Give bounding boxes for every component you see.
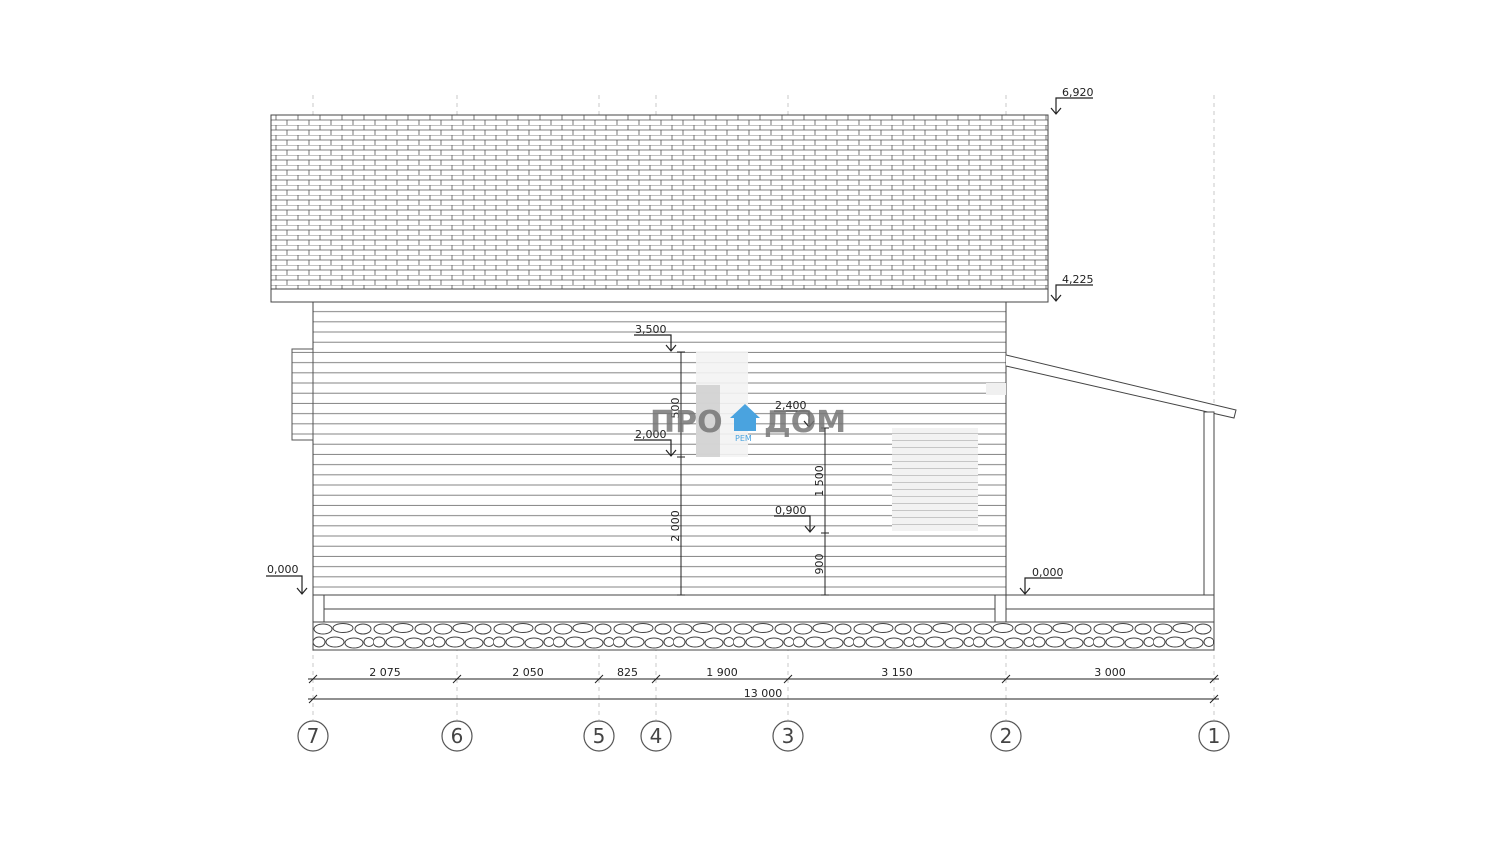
svg-text:2,000: 2,000 [635, 428, 667, 441]
axis-label: 1 [1208, 724, 1221, 748]
dim-lower-right: 900 [813, 554, 826, 575]
svg-text:ДОМ: ДОМ [764, 405, 846, 440]
axis-marker-3: 3 [772, 720, 804, 752]
axis-label: 4 [650, 724, 663, 748]
svg-text:0,000: 0,000 [1032, 566, 1064, 579]
axis-label: 3 [782, 724, 795, 748]
svg-text:РЕМ: РЕМ [735, 434, 752, 443]
axis-label: 6 [451, 724, 464, 748]
porch-roof [1005, 354, 1237, 419]
dimension-label: 3 000 [1094, 666, 1126, 679]
level-marker-ridge: 6,920 [1050, 86, 1094, 115]
svg-text:3,500: 3,500 [635, 323, 667, 336]
horizontal-dimension-labels: 2 075 2 050 825 1 900 3 150 3 000 [369, 666, 1126, 679]
axis-marker-5: 5 [583, 720, 615, 752]
level-marker-ground-right: 0,000 [1019, 566, 1064, 595]
dim-window2-height: 1 500 [813, 465, 826, 497]
wall-patch [986, 383, 1006, 395]
vertical-dimension-lines [677, 351, 829, 596]
svg-text:4,225: 4,225 [1062, 273, 1094, 286]
axis-markers: 7 6 5 4 3 2 1 [297, 720, 1230, 752]
axis-marker-6: 6 [441, 720, 473, 752]
dimension-label: 3 150 [881, 666, 913, 679]
axis-label: 5 [593, 724, 606, 748]
svg-text:6,920: 6,920 [1062, 86, 1094, 99]
dimension-label: 825 [617, 666, 638, 679]
side-vent [291, 348, 314, 441]
axis-marker-4: 4 [640, 720, 672, 752]
dim-upper-window: 500 [669, 398, 682, 419]
svg-text:0,000: 0,000 [267, 563, 299, 576]
level-marker-window-bottom: 2,000 [634, 428, 677, 457]
level-marker-window2-bottom: 0,900 [774, 504, 816, 533]
window-upper-frame [696, 385, 720, 457]
dimension-chain [308, 674, 1219, 704]
axis-label: 2 [1000, 724, 1013, 748]
svg-text:2,400: 2,400 [775, 399, 807, 412]
dimension-label: 2 075 [369, 666, 401, 679]
house-icon [730, 404, 760, 431]
level-marker-window2-top: 2,400 [774, 399, 815, 428]
dimension-label: 2 050 [512, 666, 544, 679]
axis-marker-1: 1 [1198, 720, 1230, 752]
roof-shingles [270, 114, 1049, 290]
roof-fascia [270, 288, 1049, 303]
level-marker-eave: 4,225 [1050, 273, 1094, 302]
stone-foundation [312, 621, 1215, 651]
window-right [892, 428, 978, 531]
watermark-logo: ПРО РЕМ ДОМ [650, 404, 846, 443]
total-dimension: 13 000 [744, 687, 783, 700]
axis-label: 7 [307, 724, 320, 748]
level-marker-window-top: 3,500 [634, 323, 677, 352]
axis-marker-7: 7 [297, 720, 329, 752]
svg-text:0,900: 0,900 [775, 504, 807, 517]
level-marker-ground-left: 0,000 [266, 563, 308, 595]
porch-post [1203, 411, 1215, 596]
dimension-label: 1 900 [706, 666, 738, 679]
dim-lower-left: 2 000 [669, 510, 682, 542]
svg-text:ПРО: ПРО [650, 405, 723, 440]
axis-marker-2: 2 [990, 720, 1022, 752]
